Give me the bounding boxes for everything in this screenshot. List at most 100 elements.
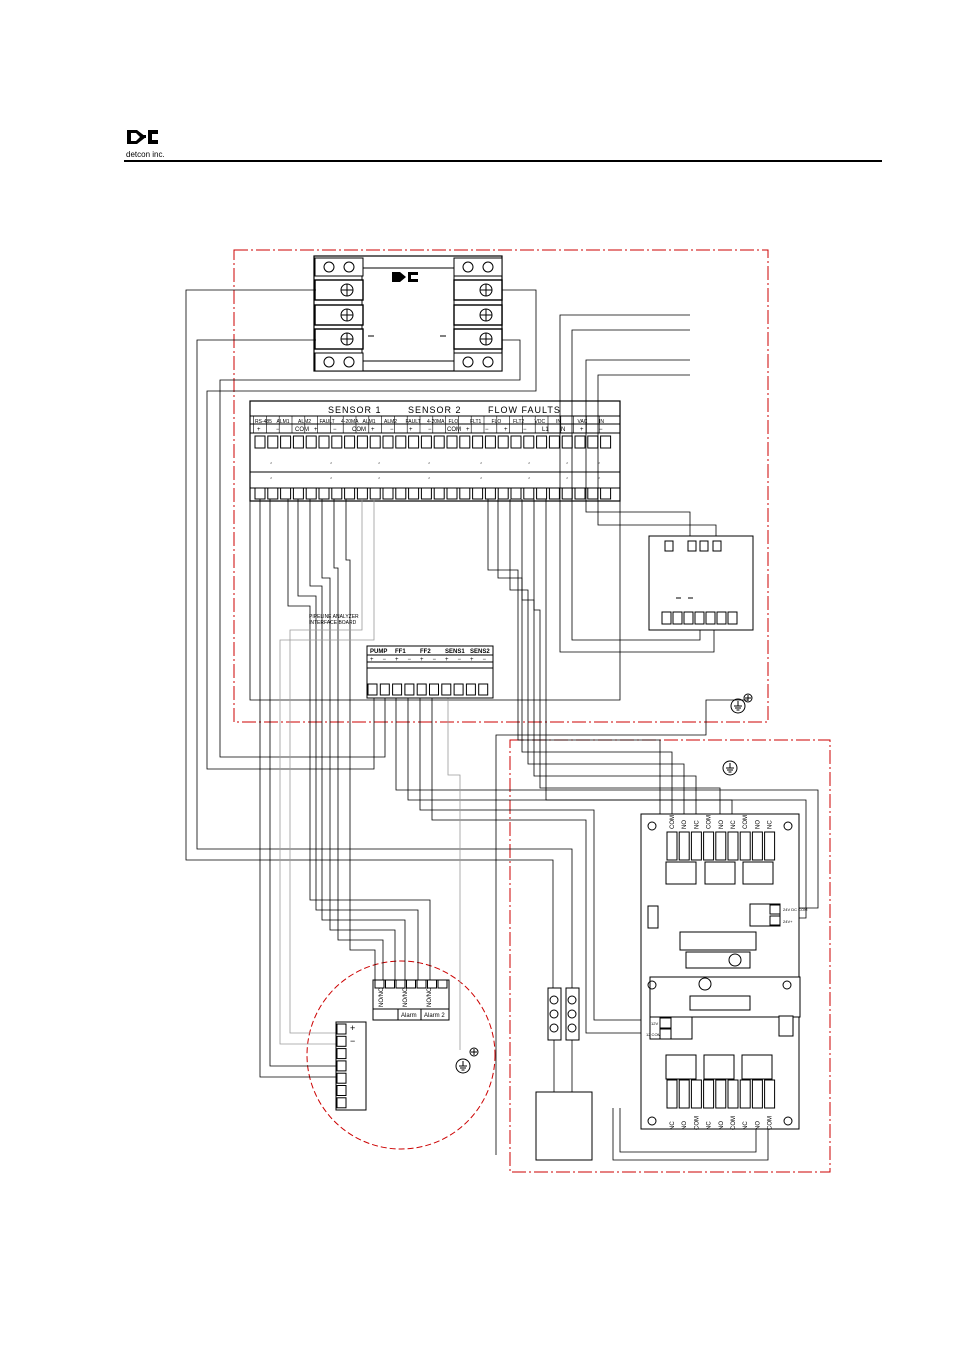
relay-bottom-label: NC [743,1121,749,1130]
relay-bottom-terminal [703,1079,715,1109]
sign-label: + [314,427,318,433]
sensor-power-terminal [336,1023,347,1035]
ground-lug-icon [469,1047,479,1057]
sign-label: COM [352,427,366,433]
top-terminal [484,435,496,449]
enclosure-boundary-relay [509,739,831,1173]
ps-terminal-4 [453,304,503,326]
sign-label: N [561,427,565,433]
interface-terminal [416,683,427,696]
interface-column-label: SENS1 [445,649,465,655]
sensor-head-boundary [306,960,496,1150]
relay-bottom-terminal [666,1079,678,1109]
screw-slot-icon [341,309,353,321]
sign-label: − [485,427,489,433]
ps-terminal-1 [314,304,364,326]
ground-lug-cross [471,1049,477,1055]
relay-top-terminal [727,831,739,861]
jumper-label: J [598,461,600,465]
sensor-terminal [416,979,427,989]
relay-top-terminal [678,831,690,861]
top-terminal [536,435,548,449]
wire-14 [333,499,384,980]
bottom-terminal [305,487,317,500]
bottom-terminal [292,487,304,500]
relay-coil [665,1054,697,1080]
relay-top-label: COM [743,815,749,829]
sensor-power-terminal [336,1097,347,1109]
relay-bottom-terminal [751,1079,763,1109]
relay-bottom-terminal [739,1079,751,1109]
interface-column-label: PUMP [370,649,387,655]
top-terminal [318,435,330,449]
jb-terminal-top [712,540,722,552]
column-label: FAULT [320,419,335,425]
relay-power-12com: 12 COM [646,1032,661,1037]
sign-label: + [504,427,508,433]
jumper-label: J [378,476,380,480]
jumper-label: J [566,476,568,480]
group-flow-faults: FLOW FAULTS [488,405,561,415]
interface-terminal [478,683,489,696]
bottom-terminal [459,487,471,500]
relay-top-label: NO [755,820,761,829]
interface-board-label-2: INTERFACE BOARD [309,620,357,626]
top-terminal [587,435,599,449]
wire-24 [419,695,660,1021]
top-terminal [369,435,381,449]
relay-bottom-label: NO [719,1121,725,1130]
top-terminal [331,435,343,449]
top-terminal [561,435,573,449]
wire-12 [309,499,406,980]
bottom-terminal [382,487,394,500]
sensor-terminal [406,979,416,989]
relay-dc-terminal [769,904,781,915]
wire-9 [269,499,337,1067]
interface-terminal [379,683,390,696]
top-terminal [280,435,292,449]
bottom-terminal [433,487,445,500]
wire-30 [619,1108,757,1153]
column-label: IN [599,419,604,425]
top-terminal [446,435,458,449]
sign-label: L1 [542,427,549,433]
screw-slot-icon [480,309,492,321]
relay-top-terminal [666,831,678,861]
junction-box-terminals [661,540,738,625]
wire-5 [571,329,701,641]
sign-label: COM [447,427,461,433]
bottom-terminal [587,487,599,500]
bottom-terminal [510,487,522,500]
column-label: VAC [578,419,588,425]
interface-sign: + [420,657,424,663]
relay-dc-terminal [769,915,781,926]
ps-terminal-5 [453,328,503,350]
interface-terminal [441,683,452,696]
sensor-terminal [395,979,406,989]
screw-slot-icon [341,333,353,345]
bottom-terminal [280,487,292,500]
ps-terminal-0 [314,279,364,301]
top-terminal [523,435,535,449]
jumper-label: J [528,476,530,480]
top-terminal [408,435,420,449]
relay-bottom-label: NC [670,1121,676,1130]
relay-board-terminals: COMNCNONONCCOMCOMNCNONONCCOMCOMNCNONONCC… [659,815,781,1130]
wire-10 [287,499,431,980]
enclosure-boundary-main [233,249,769,723]
wire-13 [321,499,396,980]
relay-top-label: COM [707,815,713,829]
relay-coil [665,861,697,885]
relay-dc-plus: 24V+ [783,919,793,924]
ground-icon [730,698,746,714]
wire-31 [495,699,748,1155]
relay-coil [741,1054,773,1080]
wire-20 [533,499,721,832]
top-terminal [548,435,560,449]
top-terminal [395,435,407,449]
power-supply-terminals [314,257,503,372]
screw-slot-icon [341,284,353,296]
interface-sign: + [370,657,374,663]
ps-mount-0 [314,257,364,277]
relay-top-label: NO [719,820,725,829]
